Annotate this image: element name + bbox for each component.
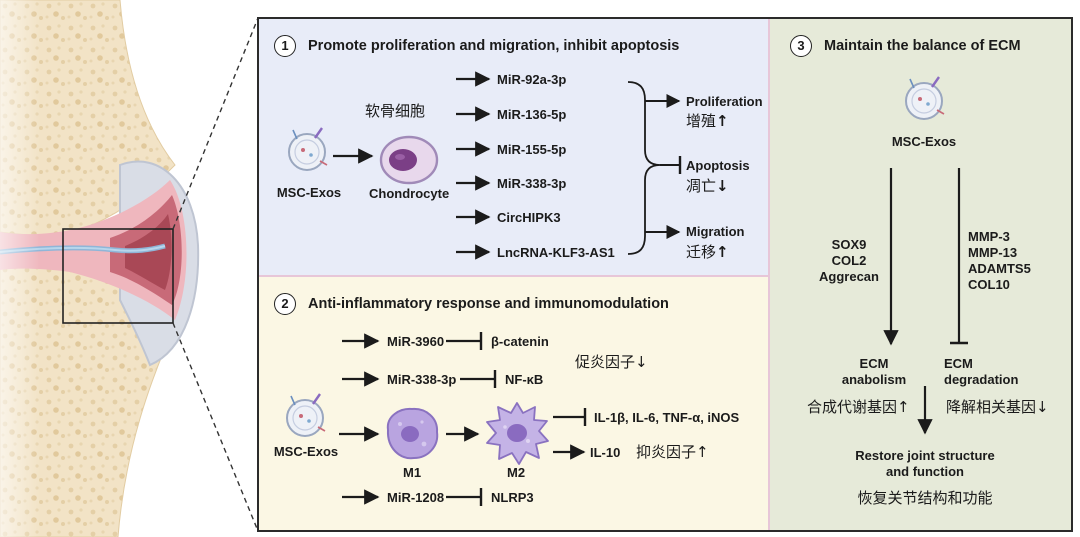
zoom-line-bottom [172,322,259,532]
cargo-circhipk3: CircHIPK3 [497,210,561,225]
catabolic-gene-adamts5: ADAMTS5 [968,261,1031,276]
joint-illustration [0,0,200,537]
chondrocyte-icon [379,135,439,185]
panel-1-bg [258,18,769,276]
anabolic-gene-col2: COL2 [831,253,867,268]
panel-2-title: Anti-inflammatory response and immunomod… [308,296,669,312]
panel-1-number: 1 [274,35,296,57]
zoom-line-top [172,17,259,230]
cargo-lncrna-klf3-as1: LncRNA-KLF3-AS1 [497,245,615,260]
degradation-cn: 降解相关基因↓ [946,398,1049,416]
m1-label: M1 [403,465,422,480]
restore-label-2: and function [886,464,964,479]
anabolism-cn: 合成代谢基因↑ [807,398,910,416]
outcome-migration: Migration [686,224,745,239]
cargo-mir-136-5p: MiR-136-5p [497,107,567,122]
exosome-icon-2 [286,393,326,437]
outcome-apoptosis-cn: 凋亡↓ [686,177,729,195]
proinflammatory-cn: 促炎因子↓ [575,353,648,371]
panel-2-bg [258,276,769,531]
nlrp3-label: NLRP3 [491,490,534,505]
panel-3-title: Maintain the balance of ECM [824,38,1021,54]
nf-kb-label: NF-κB [505,372,544,387]
catabolic-gene-mmp3: MMP-3 [968,229,1010,244]
cargo-mir-338-3p: MiR-338-3p [497,176,567,191]
outcome-proliferation-cn: 增殖↑ [686,112,729,130]
panel-1-source: MSC-Exos [276,185,342,200]
ecm-anabolism-label-1: ECM [859,356,889,371]
panel-frame [257,17,1073,532]
catabolic-gene-col10: COL10 [968,277,1010,292]
cytokines-down-label: IL-1β, IL-6, TNF-α, iNOS [594,410,740,425]
beta-catenin-label: β-catenin [491,334,549,349]
m2-label: M2 [507,465,526,480]
ecm-anabolism-label-2: anabolism [841,372,907,387]
cargo-mir-92a-3p: MiR-92a-3p [497,72,567,87]
ecm-degradation-label-1: ECM [944,356,973,371]
outcome-proliferation: Proliferation [686,94,763,109]
mir-338-3p-label: MiR-338-3p [387,372,457,387]
cargo-mir-155-5p: MiR-155-5p [497,142,567,157]
exosome-icon-1 [288,127,328,171]
panel-1-title: Promote proliferation and migration, inh… [308,38,680,54]
outcome-apoptosis: Apoptosis [686,158,750,173]
chondrocyte-label: Chondrocyte [369,186,450,201]
outcome-migration-cn: 迁移↑ [686,243,729,261]
cargo-arrows [456,71,491,260]
ecm-degradation-label-2: degradation [944,372,1019,387]
anabolic-gene-sox9: SOX9 [831,237,867,252]
panel-3-number: 3 [790,35,812,57]
antiinflammatory-cn: 抑炎因子↑ [636,443,709,461]
chondrocyte-cn-label: 软骨细胞 [365,102,426,120]
restore-cn: 恢复关节结构和功能 [857,489,993,507]
exosome-icon-3 [905,76,945,120]
il-10-label: IL-10 [590,445,621,460]
zoom-box [62,228,174,324]
panel-2-source: MSC-Exos [273,444,339,459]
m1-macrophage-icon [386,407,439,460]
restore-label-1: Restore joint structure [855,448,995,463]
panel-2-number: 2 [274,293,296,315]
mir-3960-label: MiR-3960 [387,334,445,349]
panel-3-source: MSC-Exos [891,134,957,149]
mir-1208-label: MiR-1208 [387,490,445,505]
anabolic-gene-aggrecan: Aggrecan [819,269,879,284]
catabolic-gene-mmp13: MMP-13 [968,245,1018,260]
m2-macrophage-icon [486,402,549,465]
